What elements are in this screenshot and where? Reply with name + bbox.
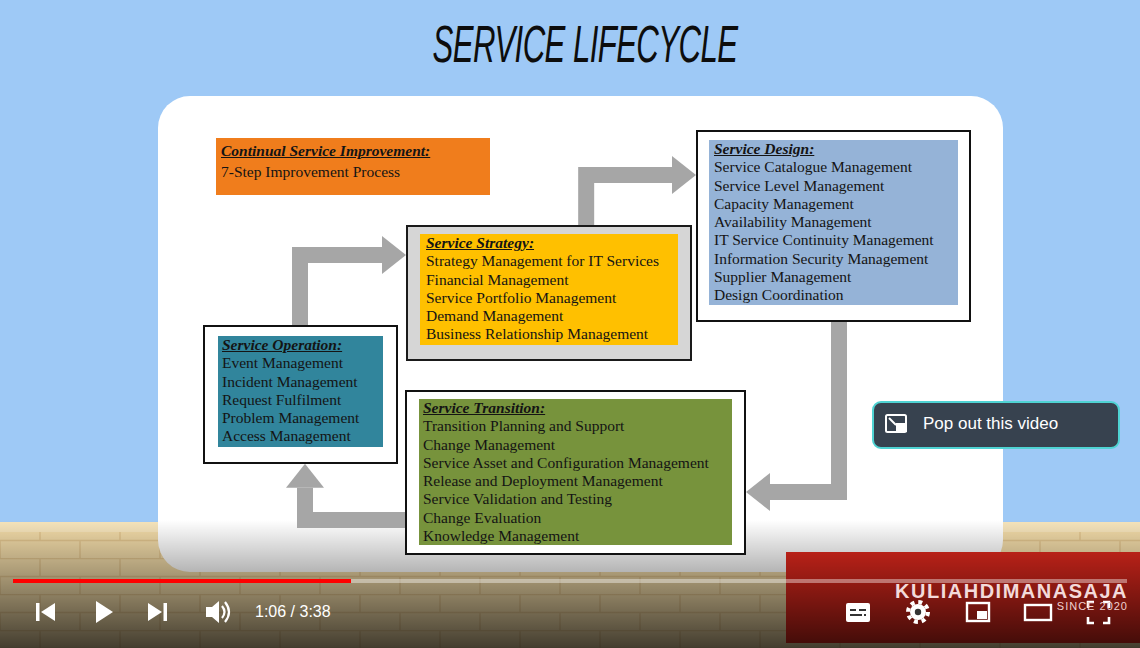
time-display: 1:06 / 3:38 (255, 603, 331, 621)
process-item: Change Management (423, 436, 724, 454)
tooltip-text: Pop out this video (923, 414, 1058, 434)
subtitles-icon (846, 603, 870, 622)
process-item: Access Management (222, 427, 375, 445)
process-item: Event Management (222, 354, 375, 372)
stage-heading: Continual Service Improvement: (221, 142, 482, 160)
process-item: IT Service Continuity Management (714, 231, 950, 249)
stage-fill: Service Transition:Transition Planning a… (419, 399, 732, 545)
next-icon (148, 603, 162, 621)
settings-teeth (908, 602, 928, 622)
stage-fill: Service Strategy:Strategy Management for… (420, 234, 678, 345)
slide-title: SERVICE LIFECYCLE (433, 14, 738, 74)
process-item: Service Catalogue Management (714, 158, 950, 176)
lifecycle-stage-box: Service Design:Service Catalogue Managem… (696, 130, 971, 322)
process-item: Service Validation and Testing (423, 490, 724, 508)
next-icon-bar (164, 603, 168, 621)
popout-inset (896, 423, 907, 432)
process-item: Incident Management (222, 373, 375, 391)
process-item: Business Relationship Management (426, 325, 670, 343)
stage-heading: Service Transition: (423, 399, 724, 417)
theater-icon (1025, 605, 1051, 620)
volume-wave (222, 606, 225, 618)
play-icon (96, 601, 113, 623)
title-holder: SERVICE LIFECYCLE (0, 14, 1140, 74)
progress-played (13, 579, 351, 583)
watermark-text: KULIAHDIMANASAJA (895, 580, 1128, 603)
stage-fill: Service Design:Service Catalogue Managem… (709, 140, 958, 305)
process-item: Information Security Management (714, 250, 950, 268)
lifecycle-arrow (300, 255, 382, 325)
process-item: Request Fulfilment (222, 391, 375, 409)
process-item: Transition Planning and Support (423, 417, 724, 435)
volume-wave (225, 602, 229, 622)
lifecycle-stage-box: Continual Service Improvement: 7-Step Imp… (216, 138, 490, 195)
stage-heading: Service Design: (714, 140, 950, 158)
prev-icon-bar (36, 603, 40, 621)
prev-icon (41, 603, 55, 621)
process-item: Knowledge Management (423, 527, 724, 545)
process-item: Service Portfolio Management (426, 289, 670, 307)
stage-fill: Continual Service Improvement: 7-Step Imp… (216, 138, 490, 195)
player-controls (36, 601, 1109, 623)
process-item: Availability Management (714, 213, 950, 231)
process-item: Financial Management (426, 271, 670, 289)
popout-arrow (889, 418, 896, 425)
player-shade (0, 520, 1140, 648)
stage-heading: Service Strategy: (426, 234, 670, 252)
slide-panel (158, 96, 1003, 572)
tooltip-box (873, 402, 1119, 448)
volume-icon (206, 601, 219, 623)
miniplayer-icon (967, 603, 989, 621)
lifecycle-arrow (586, 175, 672, 225)
lifecycle-stage-box: Service Transition:Transition Planning a… (405, 390, 746, 555)
subtitles-lines (850, 610, 866, 615)
process-item: Release and Deployment Management (423, 472, 724, 490)
stage-heading: Service Operation: (222, 336, 375, 354)
process-item: Problem Management (222, 409, 375, 427)
lifecycle-arrow (770, 322, 839, 492)
process-item: Service Asset and Configuration Manageme… (423, 454, 724, 472)
miniplayer-inset (977, 611, 987, 619)
watermark-subtext: SINCE 2020 (1057, 600, 1128, 612)
stage-fill: Service Operation:Event ManagementIncide… (218, 336, 383, 447)
process-item: Demand Management (426, 307, 670, 325)
lifecycle-stage-box: Service Strategy:Strategy Management for… (406, 225, 692, 361)
process-item: Strategy Management for IT Services (426, 252, 670, 270)
popout-icon (886, 415, 906, 432)
process-item: Change Evaluation (423, 509, 724, 527)
settings-hole (915, 609, 921, 615)
lifecycle-stage-box: Service Operation:Event ManagementIncide… (203, 325, 398, 464)
process-item: 7-Step Improvement Process (221, 163, 482, 181)
lifecycle-arrow (305, 488, 405, 520)
settings-icon (910, 604, 926, 620)
process-item: Capacity Management (714, 195, 950, 213)
process-item: Supplier Management (714, 268, 950, 286)
process-item: Design Coordination (714, 286, 950, 304)
process-item: Service Level Management (714, 177, 950, 195)
